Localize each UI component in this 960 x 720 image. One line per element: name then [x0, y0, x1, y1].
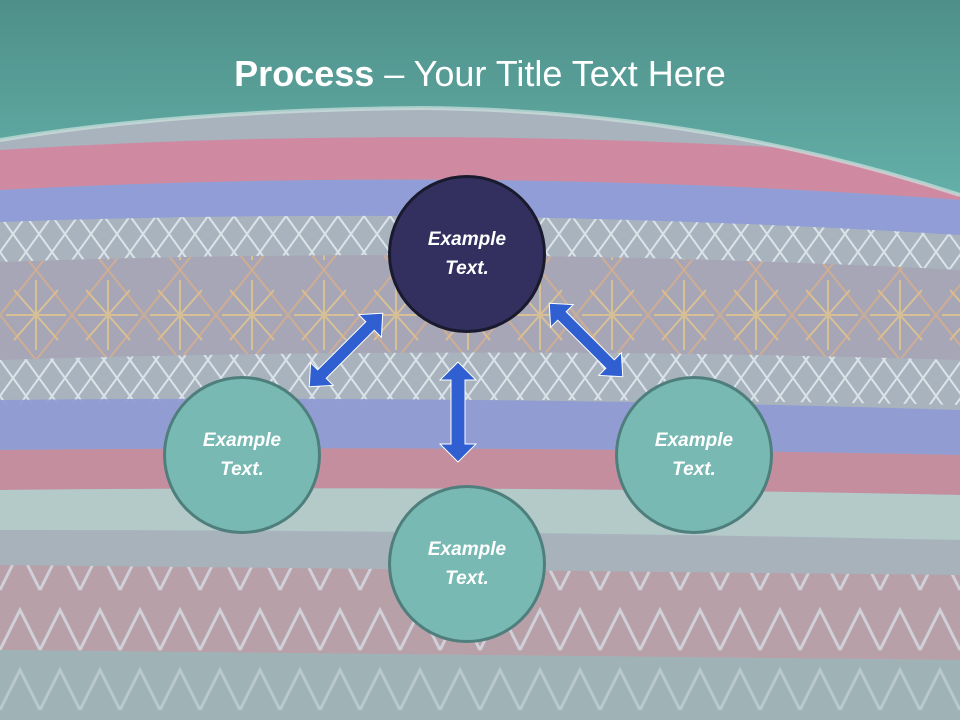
left-node: Example Text. — [163, 376, 321, 534]
bottom-node-line1: Example — [427, 539, 507, 560]
vertical-double-arrow-icon — [438, 361, 478, 463]
bottom-node: Example Text. — [388, 485, 546, 643]
left-node-text: Example Text. — [203, 426, 281, 484]
center-node-line1: Example — [427, 229, 507, 250]
center-node-text: Example Text. — [428, 225, 506, 283]
left-double-arrow-icon — [308, 312, 384, 388]
center-node: Example Text. — [388, 175, 546, 333]
bottom-node-line2: Text. — [445, 568, 489, 589]
left-node-line2: Text. — [220, 459, 264, 480]
right-double-arrow-icon — [548, 302, 624, 378]
title-bold: Process — [234, 53, 375, 94]
right-node-line2: Text. — [672, 459, 716, 480]
right-node: Example Text. — [615, 376, 773, 534]
left-node-line1: Example — [202, 430, 282, 451]
slide-title: Process – Your Title Text Here — [0, 52, 960, 96]
bottom-node-text: Example Text. — [428, 535, 506, 593]
center-node-line2: Text. — [445, 258, 489, 279]
title-rest: – Your Title Text Here — [374, 53, 726, 94]
right-node-text: Example Text. — [655, 426, 733, 484]
right-node-line1: Example — [654, 430, 734, 451]
